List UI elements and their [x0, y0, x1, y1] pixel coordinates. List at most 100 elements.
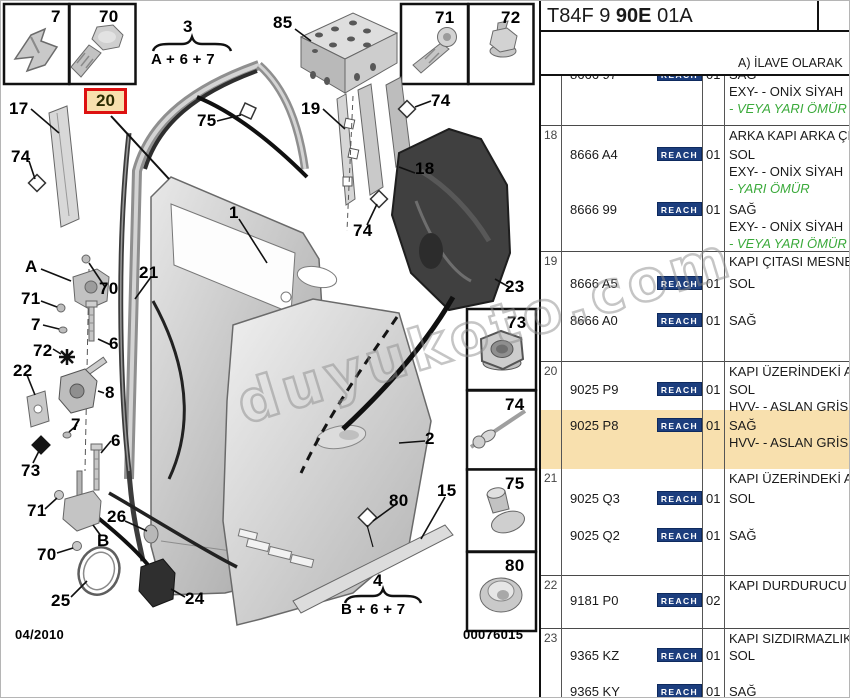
- quantity: 01: [706, 202, 721, 217]
- reach-badge[interactable]: REACH: [657, 276, 702, 290]
- part-number[interactable]: 9025 P8: [570, 418, 619, 433]
- reach-badge[interactable]: REACH: [657, 76, 702, 81]
- callout-3: 3: [183, 17, 193, 36]
- fastener-plate-icon: [299, 12, 399, 94]
- col-line-qty: [702, 76, 703, 697]
- callout-73: 73: [507, 313, 527, 332]
- insulation-panel: [390, 127, 512, 312]
- reach-badge[interactable]: REACH: [657, 202, 702, 216]
- row-ref: 19: [544, 254, 558, 268]
- part-description: SAĞ: [729, 418, 757, 433]
- trim-strips-18-19: [239, 76, 417, 232]
- callout-73: 73: [21, 461, 41, 480]
- reach-badge[interactable]: REACH: [657, 418, 702, 432]
- panel-divider: [539, 1, 541, 697]
- reach-badge[interactable]: REACH: [657, 313, 702, 327]
- part-number[interactable]: 9025 P9: [570, 382, 619, 397]
- callout-22: 22: [13, 361, 33, 380]
- callout-74: 74: [353, 221, 373, 240]
- row-title: ARKA KAPI ARKA ÇITASI: [729, 128, 849, 143]
- part-description: - VEYA YARI ÖMÜR: [729, 236, 847, 251]
- row-ref: 22: [544, 578, 558, 592]
- quantity: 01: [706, 491, 721, 506]
- reach-badge[interactable]: REACH: [657, 382, 702, 396]
- quantity: 02: [706, 593, 721, 608]
- quantity: 01: [706, 684, 721, 698]
- reach-badge[interactable]: REACH: [657, 684, 702, 697]
- glass-run-seal: [118, 132, 146, 562]
- header-divider: [817, 1, 819, 30]
- part-description: - YARI ÖMÜR: [729, 181, 810, 196]
- callout-80: 80: [389, 491, 409, 510]
- flange-nut-icon: [479, 329, 525, 371]
- callout-1: 1: [229, 203, 239, 222]
- quantity: 01: [706, 276, 721, 291]
- reach-badge[interactable]: REACH: [657, 648, 702, 662]
- callout-20: 20: [84, 88, 127, 114]
- part-number[interactable]: 9025 Q2: [570, 528, 620, 543]
- door-outer-panel: [222, 295, 456, 626]
- callout-74: 74: [431, 91, 451, 110]
- part-number[interactable]: 8666 A5: [570, 276, 618, 291]
- reach-badge[interactable]: REACH: [657, 491, 702, 505]
- callout-75: 75: [197, 111, 217, 130]
- reach-badge[interactable]: REACH: [657, 593, 702, 607]
- part-description: HVV- - ASLAN GRİSİ: [729, 435, 850, 450]
- header-underline: [539, 30, 849, 32]
- part-description: EXY- - ONİX SİYAH: [729, 84, 844, 99]
- hex-bolt-icon: [489, 20, 518, 58]
- row-title: KAPI ÜZERİNDEKİ ARA: [729, 364, 849, 379]
- callout-b: B: [97, 531, 110, 550]
- callout-8: 8: [105, 383, 115, 402]
- part-description: EXY- - ONİX SİYAH: [729, 164, 844, 179]
- callout-26: 26: [107, 507, 127, 526]
- reach-badge[interactable]: REACH: [657, 147, 702, 161]
- push-clip-icon: [486, 487, 525, 534]
- part-number[interactable]: 9181 P0: [570, 593, 619, 608]
- brace-3: [151, 33, 233, 52]
- trim-strip-17: [27, 105, 80, 228]
- part-description: SOL: [729, 648, 756, 663]
- callout-70: 70: [37, 545, 57, 564]
- callout-17: 17: [9, 99, 29, 118]
- quantity: 01: [706, 382, 721, 397]
- part-number[interactable]: 9365 KY: [570, 684, 620, 698]
- reach-badge[interactable]: REACH: [657, 528, 702, 542]
- quantity: 01: [706, 76, 720, 82]
- callout-00076015: 00076015: [463, 627, 524, 642]
- callout-25: 25: [51, 591, 71, 610]
- callout-80: 80: [505, 556, 525, 575]
- table-row[interactable]: 8666 97REACH01SAĞEXY- - ONİX SİYAH- VEYA…: [541, 76, 849, 125]
- part-number[interactable]: 9365 KZ: [570, 648, 620, 663]
- quantity: 01: [706, 147, 721, 162]
- part-description: SOL: [729, 147, 756, 162]
- callout-71: 71: [435, 8, 455, 27]
- part-description: SAĞ: [729, 528, 757, 543]
- callout-4: 4: [373, 571, 383, 590]
- part-description: HVV- - ASLAN GRİSİ: [729, 399, 850, 414]
- callout-72: 72: [33, 341, 53, 360]
- row-ref: 21: [544, 471, 558, 485]
- part-number[interactable]: 9025 Q3: [570, 491, 620, 506]
- part-number[interactable]: 8666 A4: [570, 147, 618, 162]
- part-number[interactable]: 8666 99: [570, 202, 617, 217]
- part-description: SAĞ: [729, 202, 757, 217]
- part-number[interactable]: 8666 A0: [570, 313, 618, 328]
- callout-70: 70: [99, 7, 119, 26]
- callout-a: A: [25, 257, 38, 276]
- exploded-door-diagram: [2, 2, 538, 633]
- row-ref: 20: [544, 364, 558, 378]
- part-number[interactable]: 8666 97: [570, 76, 617, 82]
- grommet-icon: [479, 577, 523, 613]
- callout-19: 19: [301, 99, 321, 118]
- quantity: 01: [706, 648, 721, 663]
- callout-85: 85: [273, 13, 293, 32]
- rivet-icon: [469, 409, 527, 449]
